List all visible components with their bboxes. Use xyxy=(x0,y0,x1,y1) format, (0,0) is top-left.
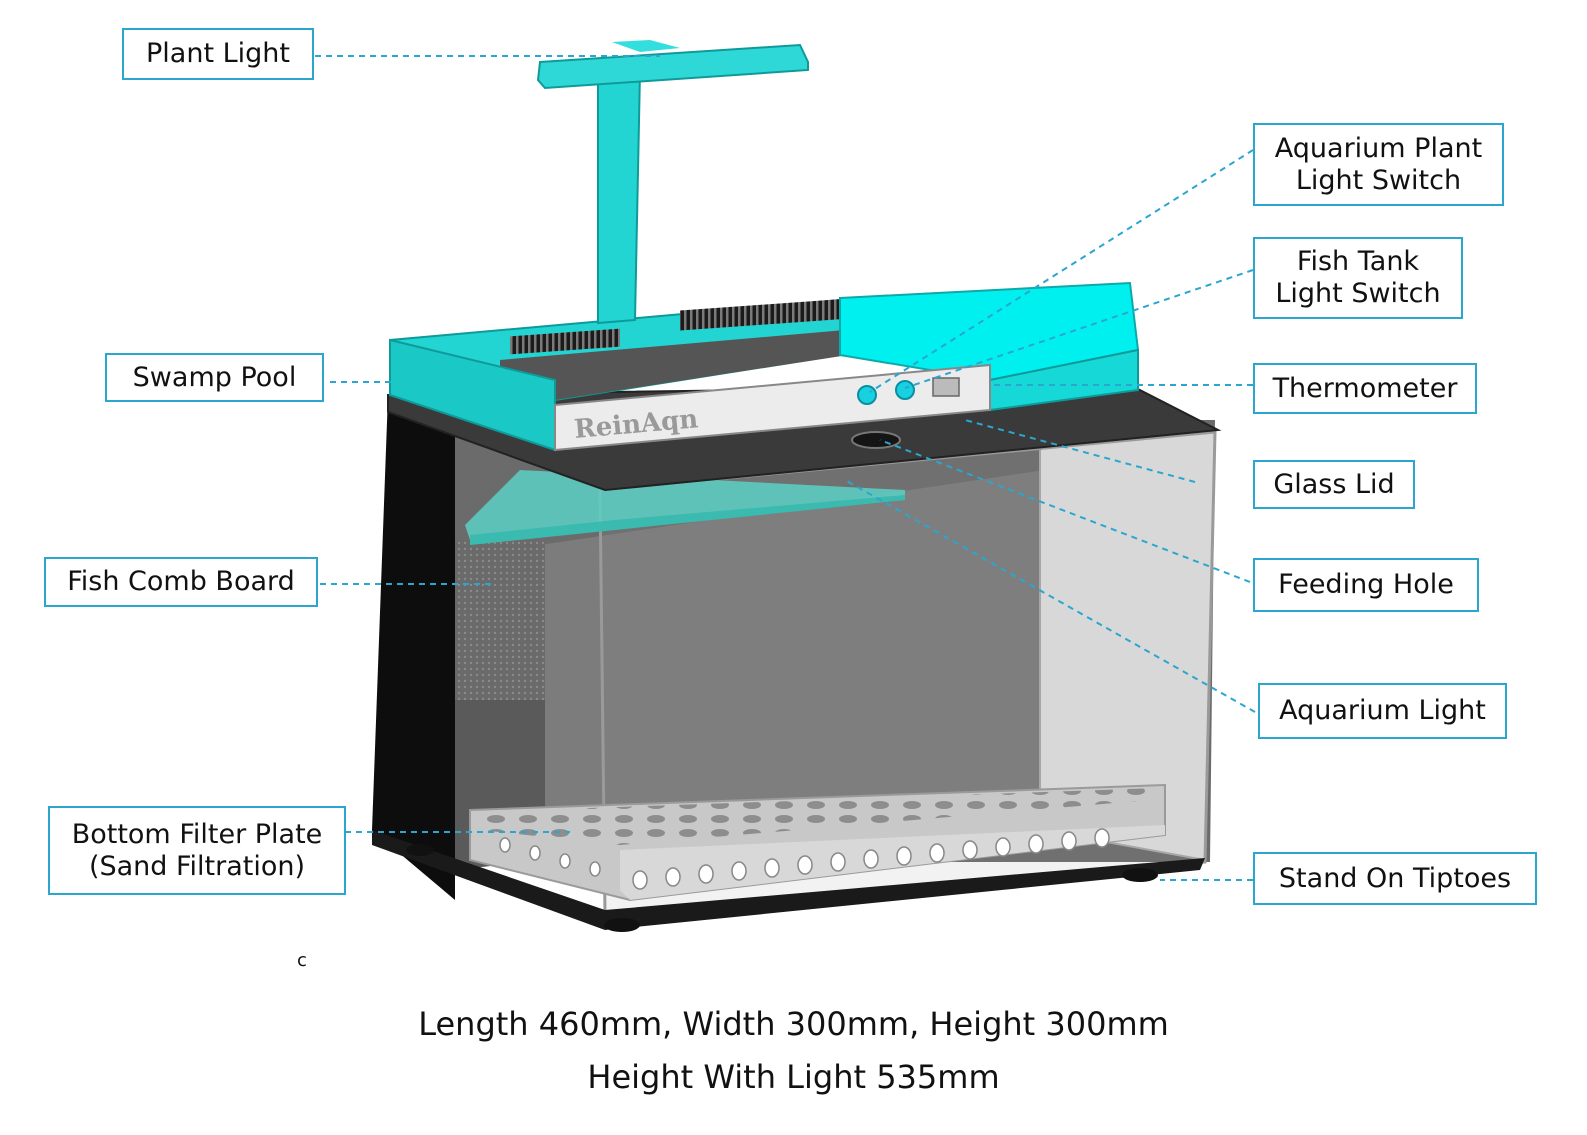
callout-label: Feeding Hole xyxy=(1278,569,1454,600)
callout-label-line1: Aquarium Plant xyxy=(1274,132,1483,164)
callout-plant-light: Plant Light xyxy=(122,28,314,80)
plant-light-switch-button xyxy=(857,385,877,405)
callout-aquarium-light: Aquarium Light xyxy=(1258,683,1507,739)
fish-comb-board xyxy=(455,540,545,700)
callout-label-line2: (Sand Filtration) xyxy=(88,850,306,882)
callout-tank-light-switch: Fish Tank Light Switch xyxy=(1253,237,1463,319)
thermometer-display xyxy=(932,377,960,397)
filter-holes-row xyxy=(499,828,1110,890)
callout-label: Swamp Pool xyxy=(132,361,297,393)
dimensions-line1: Length 460mm, Width 300mm, Height 300mm xyxy=(418,1005,1169,1043)
tiptoe-foot xyxy=(406,844,434,856)
callout-label: Plant Light xyxy=(146,38,290,69)
plant-light xyxy=(536,40,809,325)
callout-bottom-filter-plate: Bottom Filter Plate (Sand Filtration) xyxy=(48,806,346,895)
aquarium-light-bar xyxy=(465,470,905,545)
callout-swamp-pool: Swamp Pool xyxy=(105,353,324,402)
tank-light-switch-button xyxy=(895,380,915,400)
bottom-frame xyxy=(372,830,1205,930)
callout-label: Aquarium Light xyxy=(1279,695,1486,726)
callout-label: Stand On Tiptoes xyxy=(1278,862,1512,894)
callout-glass-lid: Glass Lid xyxy=(1253,460,1415,509)
tiptoe-foot xyxy=(604,918,640,932)
left-black-column xyxy=(372,395,455,900)
swamp-grille xyxy=(510,328,620,355)
stray-mark: c xyxy=(297,950,307,971)
leader-plant-light-switch xyxy=(869,149,1254,393)
callout-label-line1: Bottom Filter Plate xyxy=(71,818,323,850)
callout-label-line2: Light Switch xyxy=(1295,164,1462,196)
swamp-pool-unit: ReinAqn xyxy=(389,281,1140,452)
leader-lines xyxy=(315,55,1256,881)
leader-glass-lid xyxy=(964,419,1196,483)
callout-label: Thermometer xyxy=(1272,372,1458,404)
control-panel xyxy=(554,363,991,452)
tiptoe-foot xyxy=(1122,868,1158,882)
callout-stand-on-tiptoes: Stand On Tiptoes xyxy=(1253,852,1537,905)
callout-label-line2: Light Switch xyxy=(1275,278,1441,309)
callout-feeding-hole: Feeding Hole xyxy=(1253,558,1479,612)
dimensions-line2: Height With Light 535mm xyxy=(587,1058,1000,1096)
feeding-hole xyxy=(851,431,901,449)
callout-label: Glass Lid xyxy=(1273,468,1395,500)
leader-feeding-hole xyxy=(879,439,1251,583)
callout-label: Fish Comb Board xyxy=(67,566,295,597)
callout-fish-comb-board: Fish Comb Board xyxy=(44,557,318,607)
bottom-filter-plate xyxy=(469,783,1166,902)
callout-thermometer: Thermometer xyxy=(1253,363,1477,414)
leader-aquarium-light xyxy=(844,479,1256,713)
callout-label-line1: Fish Tank xyxy=(1296,246,1420,277)
callout-plant-light-switch: Aquarium Plant Light Switch xyxy=(1253,123,1504,206)
